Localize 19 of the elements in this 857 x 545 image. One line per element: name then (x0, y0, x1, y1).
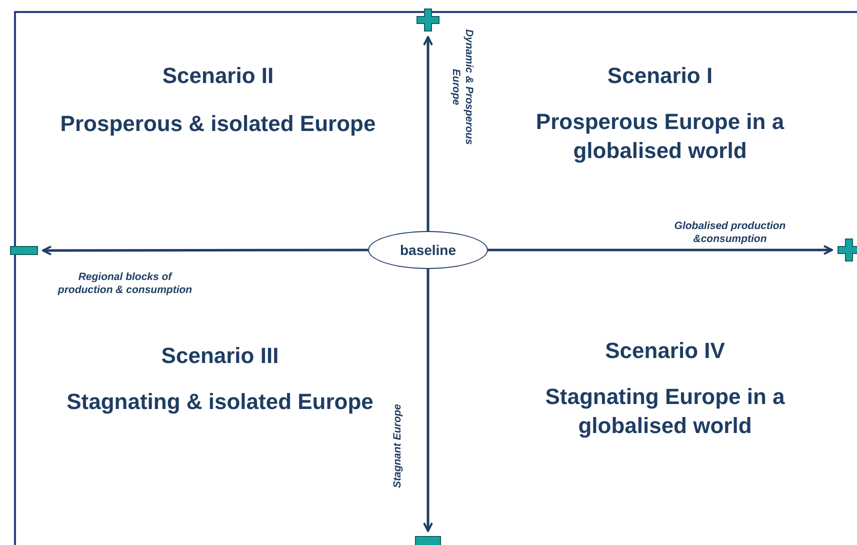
scenario-heading: Scenario II (161, 62, 275, 90)
scenario-description: Prosperous Europe in a globalised world (534, 108, 786, 165)
scenario-description: Stagnating Europe in a globalised world (544, 383, 786, 440)
arrow (42, 245, 368, 256)
arrow (488, 245, 833, 255)
axis-label: Stagnant Europe (391, 404, 405, 488)
arrow (423, 36, 433, 231)
plus-icon (416, 8, 440, 32)
scenario-heading: Scenario III (160, 342, 280, 370)
axis-label: Regional blocks of production & consumption (55, 270, 195, 298)
node-text: baseline (400, 242, 456, 258)
plus-icon (837, 238, 857, 262)
minus-icon (415, 536, 441, 545)
scenario-heading: Scenario IV (604, 337, 726, 365)
scenario-heading: Scenario I (606, 62, 714, 90)
scenario-description: Prosperous & isolated Europe (59, 110, 377, 138)
arrow (423, 269, 433, 532)
scenario-description: Stagnating & isolated Europe (66, 388, 374, 416)
minus-icon (10, 246, 38, 255)
